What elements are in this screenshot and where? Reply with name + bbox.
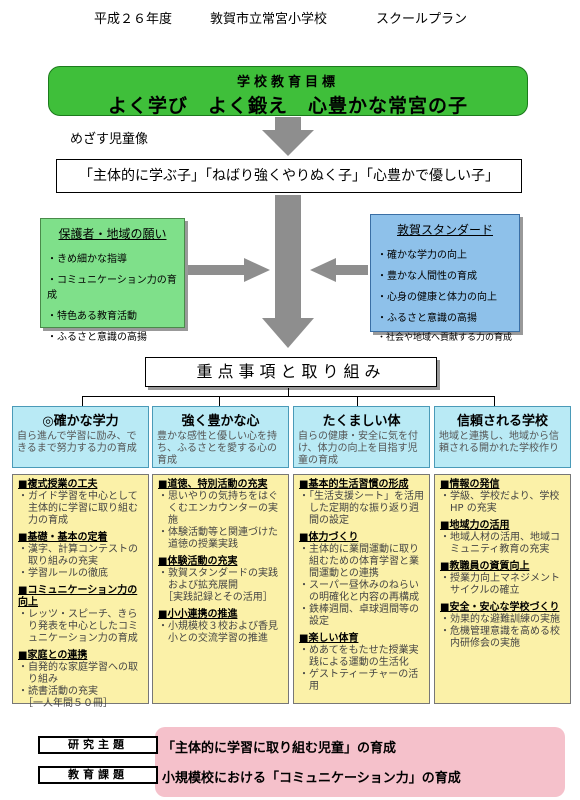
list-item: ・心身の健康と体力の向上 <box>377 292 497 303</box>
action-item: ・レッツ・スピーチ、きらり発表を中心としたコミュニケーション力の育成 <box>18 609 138 644</box>
arrow-stem-2 <box>275 195 301 320</box>
action-item: ・漢字、計算コンテストの取り組みの充実 <box>18 544 138 567</box>
action-heading: ■小小連携の推進 <box>158 609 238 620</box>
ideal-children-box: 「主体的に学ぶ子」「ねばり強くやりぬく子」「心豊かで優しい子」 <box>56 159 522 193</box>
category-heart: 強く豊かな心 豊かな感性と優しい心を持ち、ふるさとを愛する心の育成 <box>152 406 289 468</box>
action-heading: ■複式授業の工夫 <box>18 479 98 490</box>
action-item: ・効果的な避難訓練の実施 <box>440 614 560 625</box>
down-arrow-icon <box>262 318 314 348</box>
list-item: ・ふるさと意識の高揚 <box>47 332 147 343</box>
action-item: ・スーパー昼休みのねらいの明確化と内容の再構成 <box>299 580 419 603</box>
action-heading: ■基本的生活習慣の形成 <box>299 479 409 490</box>
action-item: ・学習ルールの徹底 <box>18 568 108 579</box>
action-heading: ■地域力の活用 <box>440 520 510 531</box>
school-name: 敦賀市立常宮小学校 <box>210 12 328 27</box>
action-item: ・読書活動の充実 <box>18 686 98 697</box>
research-text: 「主体的に学習に取り組む児童」の育成 <box>162 741 397 756</box>
action-heading: ■情報の発信 <box>440 479 500 490</box>
category-desc: 地域と連携し、地域から信頼される開かれた学校作り <box>439 431 559 454</box>
list-item: ・確かな学力の向上 <box>377 250 467 261</box>
action-heading: ■家庭との連携 <box>18 650 88 661</box>
left-arrow-icon <box>310 258 336 282</box>
list-item: ・社会や地域へ貢献する力の育成 <box>377 333 513 343</box>
mezasu-label: めざす児童像 <box>70 132 149 147</box>
right-arrow-icon <box>244 258 270 282</box>
down-arrow-icon <box>262 130 314 156</box>
actions-column-school: ■情報の発信・学級、学校だより、学校HP の充実 ■地域力の活用・地域人材の活用、… <box>434 474 571 704</box>
bracket-tick <box>219 396 220 406</box>
action-item: ・授業力向上マネジメントサイクルの確立 <box>440 573 560 596</box>
arrow-stem-1 <box>275 117 301 131</box>
tsuruga-standard-panel: 敦賀スタンダード ・確かな学力の向上 ・豊かな人間性の育成 ・心身の健康と体力の… <box>370 214 520 343</box>
right-arrow-stem <box>188 265 244 275</box>
list-item: ・ふるさと意識の高揚 <box>377 313 477 324</box>
year-label: 平成２６年度 <box>94 12 173 27</box>
actions-column-heart: ■道徳、特別活動の充実・思いやりの気持ちをはぐくむエンカウンターの実施・体験活動… <box>152 474 289 704</box>
action-heading: ■道徳、特別活動の充実 <box>158 479 268 490</box>
action-item: ・危機管理意識を高める校内研修会の実施 <box>440 626 560 649</box>
goal-text: よく学び よく鍛え 心豊かな常宮の子 <box>107 95 468 117</box>
action-item: ［実践記録とその活用］ <box>158 592 273 603</box>
action-item: ・学級、学校だより、学校HP の充実 <box>440 491 560 514</box>
edu-label: 教育課題 <box>38 766 158 784</box>
category-desc: 自らの健康・安全に気を付け、体力の向上を目指す児童の育成 <box>298 431 418 466</box>
action-item: ・ゲストティーチャーの活用 <box>299 669 419 692</box>
category-title: 信頼される学校 <box>456 414 548 429</box>
category-title: たくましい体 <box>322 414 401 429</box>
category-desc: 豊かな感性と優しい心を持ち、ふるさとを愛する心の育成 <box>157 431 277 466</box>
action-item: ・思いやりの気持ちをはぐくむエンカウンターの実施 <box>158 491 278 526</box>
action-heading: ■基礎・基本の定着 <box>18 532 108 543</box>
actions-column-body: ■基本的生活習慣の形成・「生活支援シート」を活用した定期的な振り返り週間の設定 ■… <box>293 474 430 704</box>
category-title: 強く豊かな心 <box>181 414 260 429</box>
action-item: ・体験活動等と関連づけた道徳の授業実践 <box>158 527 278 550</box>
category-desc: 自ら進んで学習に励み、できるまで努力する力の育成 <box>17 431 137 454</box>
bracket-tick <box>494 396 495 406</box>
action-item: ［一人年間５０冊］ <box>18 698 113 709</box>
page-header: 平成２６年度 敦賀市立常宮小学校 スクールプラン <box>0 8 580 30</box>
plan-title: スクールプラン <box>376 12 468 27</box>
bracket-tick <box>357 396 358 406</box>
list-item: ・コミュニケーション力の育成 <box>47 275 177 301</box>
goal-label: 学校教育目標 <box>236 75 339 90</box>
action-heading: ■教職員の資質向上 <box>440 561 530 572</box>
theme-band <box>155 727 565 797</box>
research-label: 研究主題 <box>38 736 158 754</box>
action-item: ・地域人材の活用、地域コミュニティ教育の充実 <box>440 532 560 555</box>
guardians-title: 保護者・地域の願い <box>58 227 167 241</box>
action-item: ・自発的な家庭学習への取り組み <box>18 662 138 685</box>
standard-list: ・確かな学力の向上 ・豊かな人間性の育成 ・心身の健康と体力の向上 ・ふるさと意… <box>371 246 519 343</box>
action-heading: ■体力づくり <box>299 532 359 543</box>
action-item: ・鉄棒週間、卓球週間等の設定 <box>299 604 419 627</box>
action-item: ・敦賀スタンダードの実践および拡充展開 <box>158 568 278 591</box>
action-heading: ■楽しい体育 <box>299 633 359 644</box>
action-item: ・「生活支援シート」を活用した定期的な振り返り週間の設定 <box>299 491 424 526</box>
edu-text: 小規模校における「コミュニケーション力」の育成 <box>162 771 461 786</box>
category-academic: ◎確かな学力 自ら進んで学習に励み、できるまで努力する力の育成 <box>12 406 149 468</box>
bracket-line <box>82 396 494 406</box>
action-heading: ■安全・安心な学校づくり <box>440 602 560 613</box>
actions-column-academic: ■複式授業の工夫・ガイド学習を中心として主体的に学習に取り組む力の育成 ■基礎・基… <box>12 474 149 709</box>
guardians-list: ・きめ細かな指導 ・コミュニケーション力の育成 ・特色ある教育活動 ・ふるさと意… <box>41 250 184 343</box>
list-item: ・豊かな人間性の育成 <box>377 271 477 282</box>
list-item: ・特色ある教育活動 <box>47 311 137 322</box>
category-school: 信頼される学校 地域と連携し、地域から信頼される開かれた学校作り <box>434 406 571 468</box>
standard-title: 敦賀スタンダード <box>396 223 493 237</box>
category-body: たくましい体 自らの健康・安全に気を付け、体力の向上を目指す児童の育成 <box>293 406 430 468</box>
category-title: ◎確かな学力 <box>42 414 119 429</box>
action-item: ・ガイド学習を中心として主体的に学習に取り組む力の育成 <box>18 491 138 526</box>
list-item: ・きめ細かな指導 <box>47 254 127 265</box>
bracket-tick <box>82 396 83 406</box>
action-heading: ■体験活動の充実 <box>158 556 238 567</box>
action-heading: ■コミュニケーション力の向上 <box>18 585 138 608</box>
action-item: ・主体的に業間運動に取り組むための体育学習と業間運動との連携 <box>299 544 419 579</box>
left-arrow-stem <box>334 265 368 275</box>
school-goal-banner: 学校教育目標 よく学び よく鍛え 心豊かな常宮の子 <box>48 66 528 117</box>
priority-heading: 重点事項と取り組み <box>145 357 437 387</box>
bracket-tick <box>288 388 289 396</box>
action-item: ・めあてをもたせた授業実践による運動の生活化 <box>299 645 419 668</box>
action-item: ・小規模校３校および香見小との交流学習の推進 <box>158 621 278 644</box>
guardians-panel: 保護者・地域の願い ・きめ細かな指導 ・コミュニケーション力の育成 ・特色ある教… <box>40 218 185 343</box>
